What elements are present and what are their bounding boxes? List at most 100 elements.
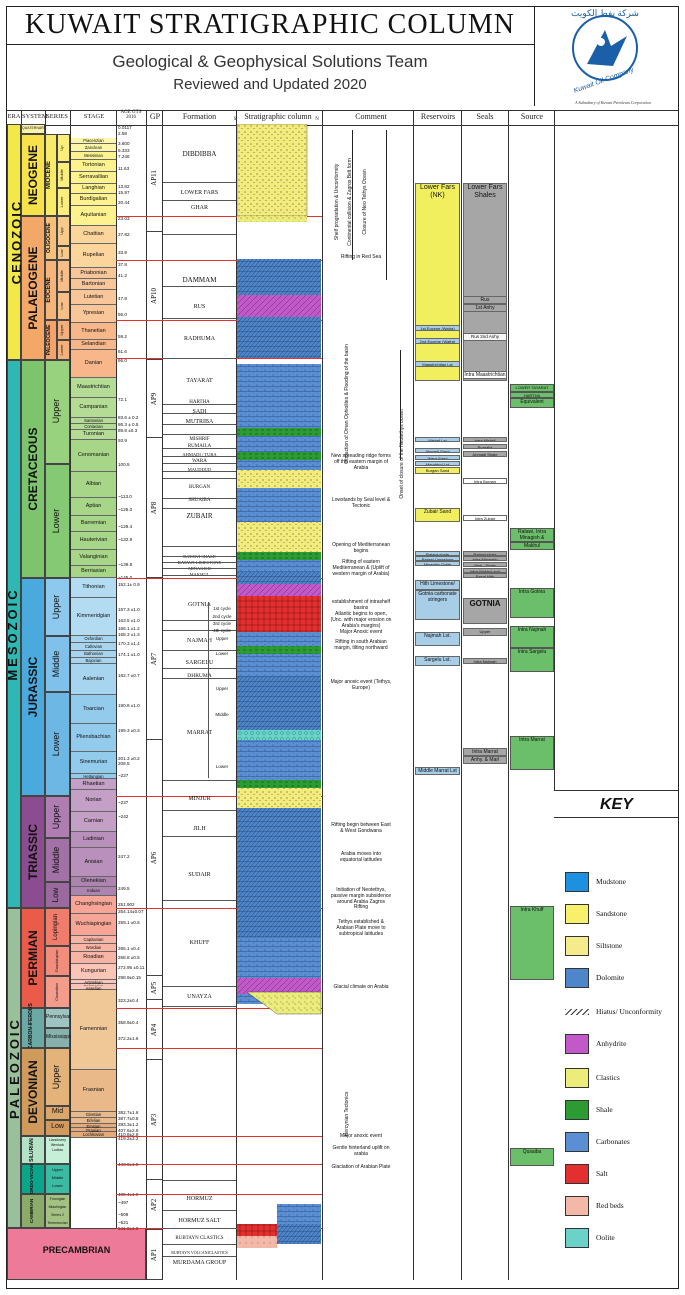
comment-arrow <box>386 130 387 280</box>
age-label: 66.0 <box>118 358 127 363</box>
formation-sep <box>163 318 236 319</box>
comment-vertical: Obduction of Oman Ophiolites & Flooding … <box>344 344 350 464</box>
formation-label: WARA <box>192 459 207 464</box>
seal-box: Basal Hith <box>463 573 507 578</box>
boundary-line <box>116 216 322 217</box>
stage-cell <box>71 350 116 378</box>
formation-label: LOWER FARS <box>180 190 219 196</box>
stage-label: Danian <box>84 360 103 367</box>
stage-label: Hauterivian <box>79 537 108 544</box>
subseries-pal-upper <box>57 320 70 340</box>
series-miocene-block <box>45 134 57 216</box>
seal-box: Lower Fars Shales <box>463 183 507 381</box>
stage-label: Lochkovian <box>82 1132 105 1137</box>
subseries-olig-upp-label: Upp <box>59 227 64 235</box>
col-source: Source <box>520 112 544 121</box>
stage-label: Cenomanian <box>77 452 110 459</box>
reservoir-box: Minagish Oolite <box>415 561 460 566</box>
source-box: Intra Gotnia <box>510 588 554 618</box>
comment-text: New spreading ridge forms off the easter… <box>331 453 391 471</box>
series-guadalupian-block <box>45 946 70 976</box>
key-label: Salt <box>596 1169 608 1178</box>
group-cell <box>147 360 162 438</box>
reservoir-box: 2nd Eocene (Wafra) <box>415 338 460 344</box>
formation-sep <box>163 668 236 669</box>
series-paleocene: PALEOCENE <box>46 324 52 356</box>
series-dev-mid: Mid <box>51 1108 64 1115</box>
seal-box: Intra Maastrichtian <box>463 371 507 379</box>
key-swatch <box>565 1068 589 1088</box>
reservoir-box: Mauddud Lst <box>415 461 460 466</box>
stage-label: Maastrichtian <box>77 384 110 391</box>
stage-cell <box>71 498 116 516</box>
series-cret-lower: Lower <box>51 508 61 534</box>
stage-cell <box>71 1128 116 1132</box>
formation-label: HORMUZ <box>186 1196 213 1202</box>
age-label: 33.9 <box>118 250 127 255</box>
formation-label: RUBTAYN CLASTICS <box>175 1236 224 1241</box>
series-ord-middle: Middle <box>51 1175 64 1180</box>
stage-cell <box>71 887 116 896</box>
group-label: AP6 <box>149 851 158 865</box>
page-frame <box>6 6 679 1289</box>
col-s: S <box>233 117 237 122</box>
stage-label: Priabonian <box>80 269 107 276</box>
sep-gp <box>162 110 163 1280</box>
subseries-eoc-mid <box>57 260 70 292</box>
key-label: Red beds <box>596 1201 624 1210</box>
stage-cell <box>71 184 116 194</box>
source-box: Equivalent <box>510 398 554 408</box>
key-label: Anhydrite <box>596 1039 627 1048</box>
source-box: Intra Najmah <box>510 626 554 648</box>
age-label: 61.6 <box>118 349 127 354</box>
seal-box: Rumaila <box>463 444 507 449</box>
formation-label: HARTHA <box>189 400 210 405</box>
stage-cell <box>71 226 116 244</box>
series-paleocene-block <box>45 320 57 360</box>
stage-label: Hettangian <box>83 774 104 779</box>
stage-label: Famennian <box>79 1026 108 1033</box>
series-tri-upper: Upper <box>51 804 61 830</box>
series-jur-middle-block <box>45 636 70 692</box>
formation-sep <box>163 358 236 359</box>
system-cambrian: CAMBRIAN <box>29 1198 34 1224</box>
stage-label: Turonian <box>82 431 105 438</box>
reservoir-box: Ratawi Limestone <box>415 556 460 561</box>
series-dev-mid-block <box>45 1106 70 1120</box>
stage-cell <box>71 695 116 724</box>
formation-label: DIBDIBBA <box>182 150 217 158</box>
age-label: 20.44 <box>118 200 130 205</box>
stage-cell <box>71 305 116 323</box>
age-label: ~113.0 <box>118 494 132 499</box>
seal-box: Intra Makhul and <box>463 568 507 573</box>
sep-stage <box>116 110 117 1250</box>
subseries-eoc-mid-label: Middle <box>59 270 64 282</box>
system-jurassic-block <box>21 578 45 796</box>
formation-sep <box>163 780 236 781</box>
system-cretaceous-block <box>21 360 45 578</box>
group-label: AP8 <box>149 501 158 515</box>
precambrian-block <box>7 1228 146 1280</box>
age-label: 13.82 <box>118 184 130 189</box>
key-label: Hiatus/ Unconformity <box>596 1007 663 1016</box>
stage-label: Berriasian <box>81 568 106 575</box>
stage-cell <box>71 832 116 848</box>
sep-strat <box>322 110 323 1280</box>
subtitle: Geological & Geophysical Solutions Team <box>112 52 428 71</box>
sep-source <box>554 110 555 790</box>
stage-cell <box>71 651 116 658</box>
age-label: 89.8 ±0.3 <box>118 428 138 433</box>
reservoir-box: Hith Limestone/ <box>415 580 460 590</box>
boundary-line <box>116 1008 322 1009</box>
system-quaternary-label: QUATERNARY <box>22 126 46 130</box>
stage-cell <box>71 779 116 790</box>
group-label: AP1 <box>149 1248 158 1262</box>
comment-arrow <box>352 130 353 260</box>
precambrian-label: PRECAMBRIAN <box>42 1245 111 1255</box>
stage-cell <box>71 896 116 914</box>
formation-note: Lower <box>215 651 229 656</box>
series-cisuralian: Cisuralian <box>54 983 59 1001</box>
stage-cell <box>71 812 116 832</box>
stage-cell <box>71 268 116 279</box>
